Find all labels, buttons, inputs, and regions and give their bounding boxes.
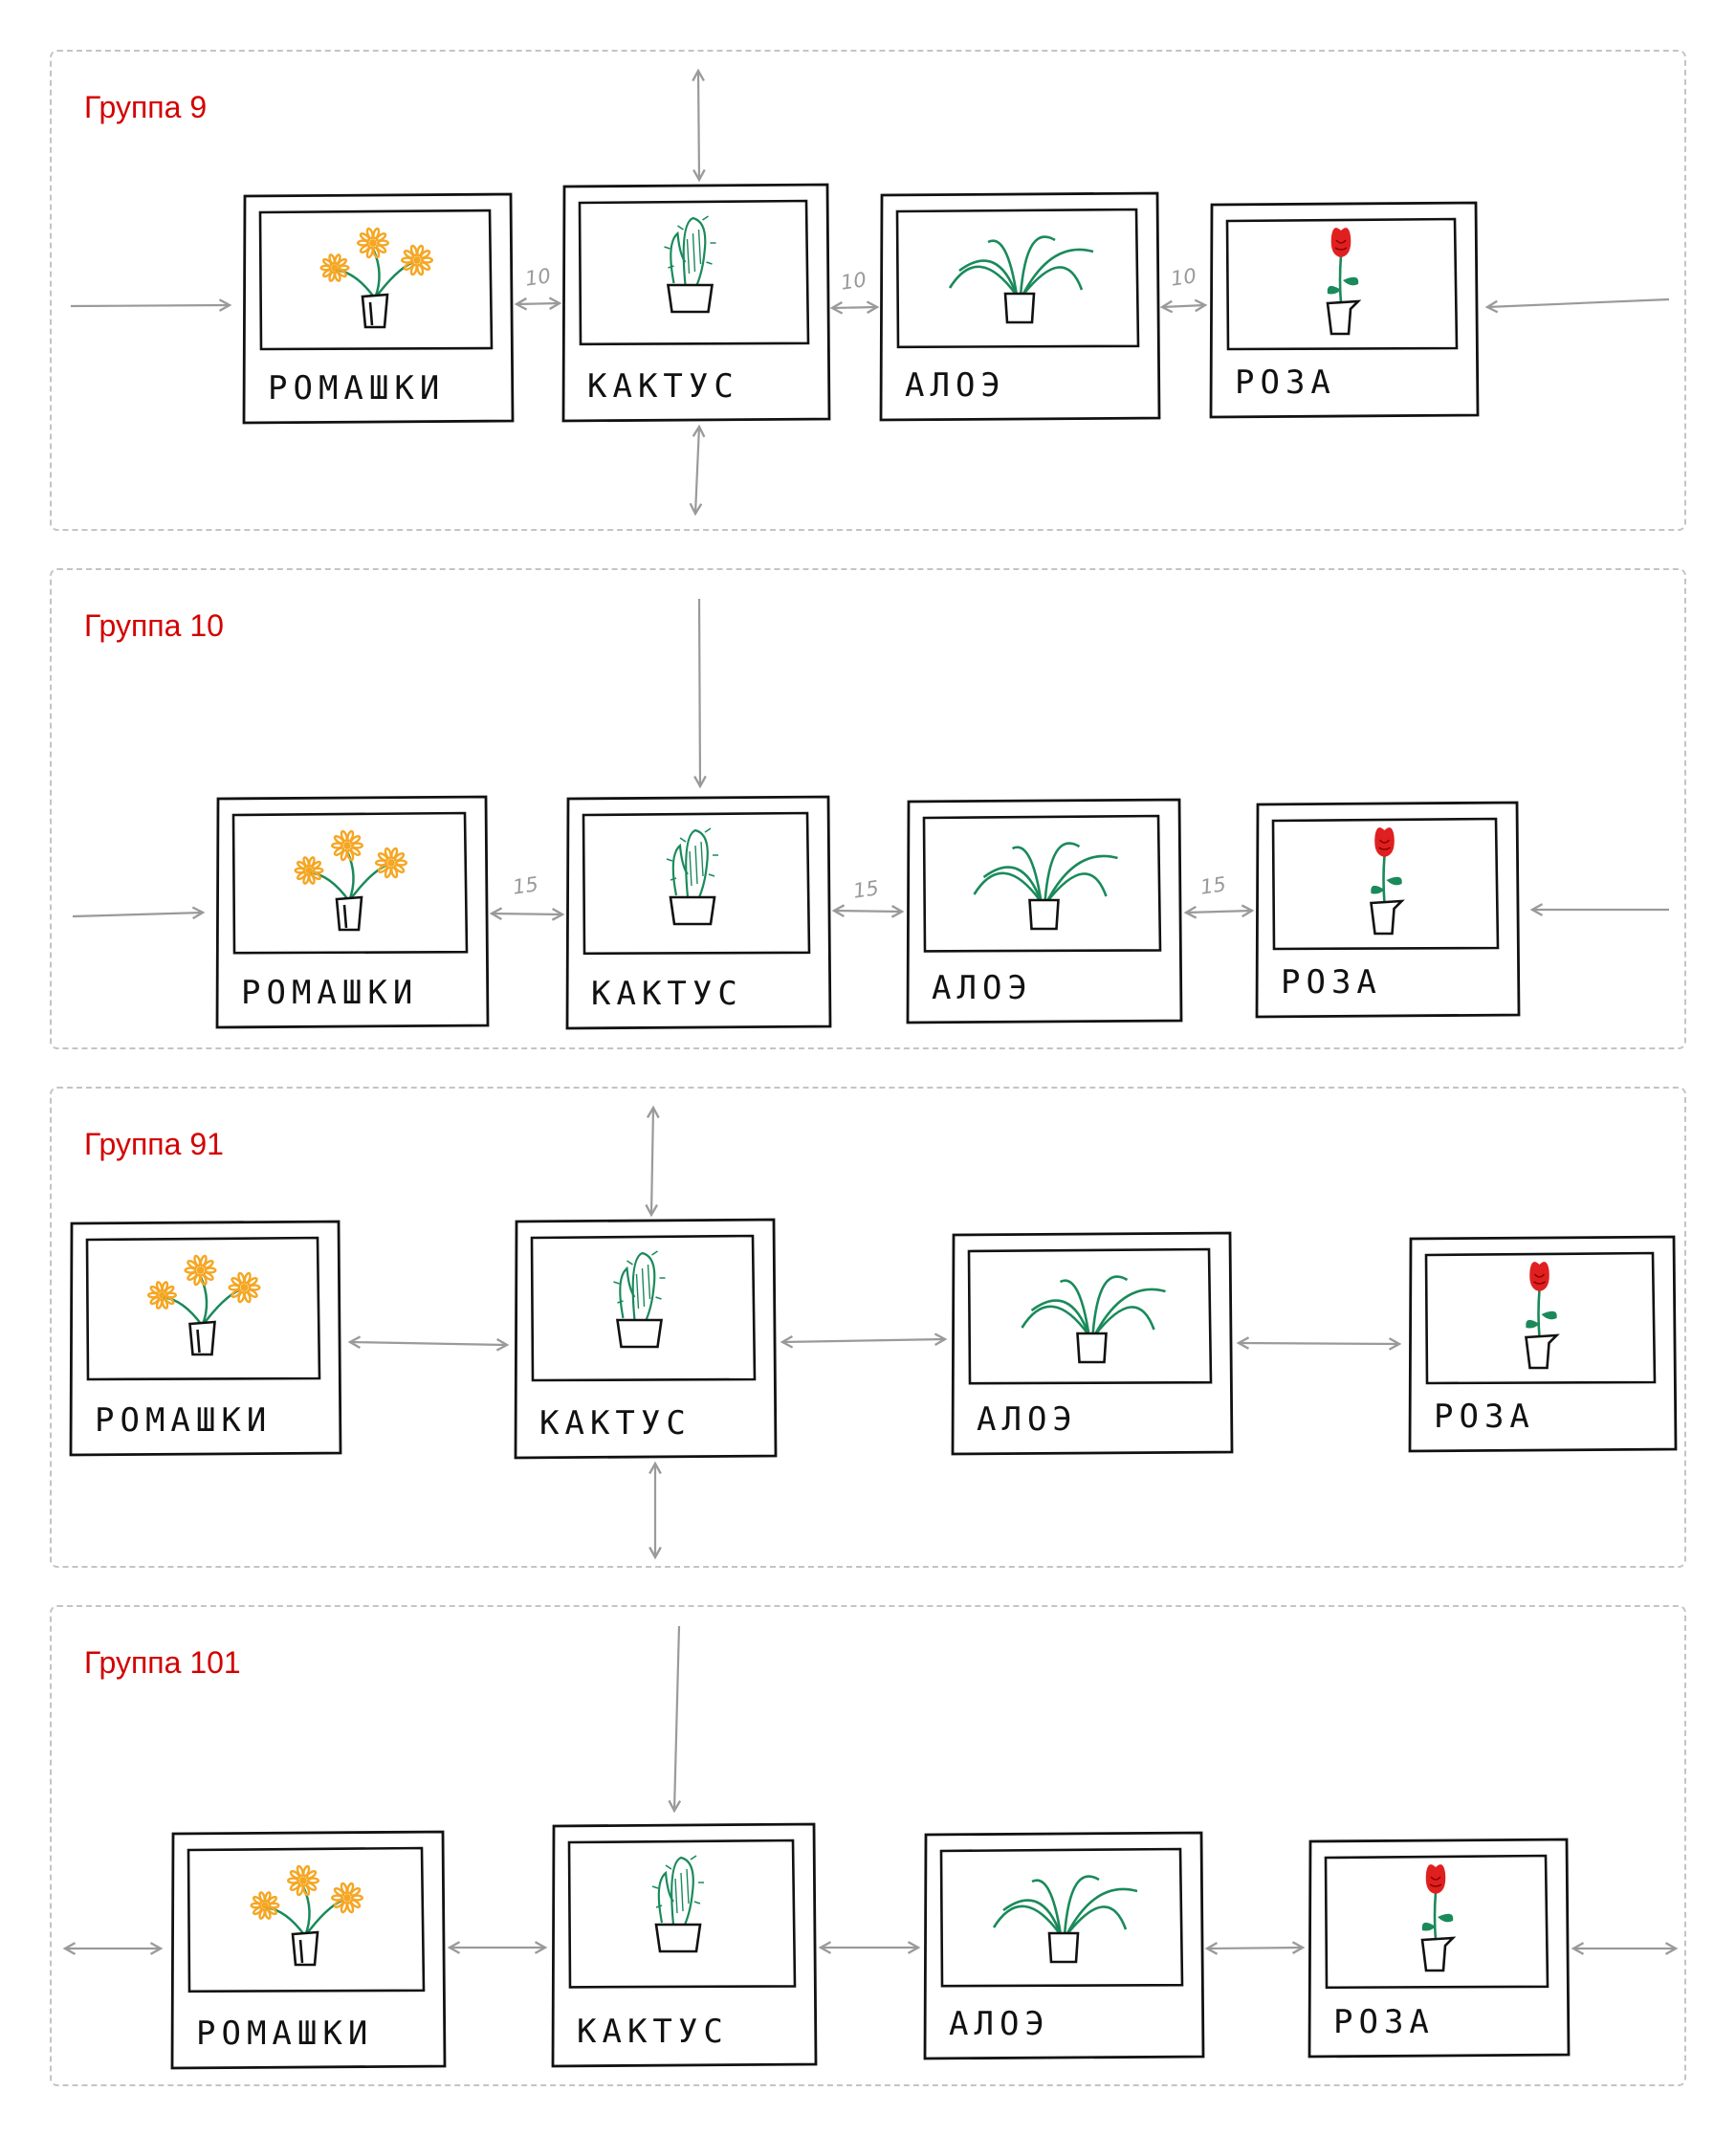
plant-card-aloe[interactable]: АЛОЭ — [951, 1231, 1234, 1456]
plant-card-rose[interactable]: РОЗА — [1307, 1838, 1571, 2059]
gap-label: 10 — [523, 264, 553, 291]
plant-name-label: РОМАШКИ — [268, 369, 446, 407]
daisies-card-frame — [170, 1830, 447, 2070]
rose-icon — [1370, 827, 1405, 936]
plant-name-label: РОЗА — [1281, 963, 1382, 1002]
plant-name-label: КАКТУС — [591, 975, 743, 1013]
group-title: Группа 101 — [84, 1645, 241, 1680]
aloe-icon — [948, 235, 1094, 324]
group-9-frame: Группа 9 — [50, 50, 1686, 531]
cactus-icon — [664, 215, 716, 314]
cactus-icon — [651, 1855, 704, 1953]
plant-card-daisies[interactable]: РОМАШКИ — [69, 1220, 342, 1457]
plant-name-label: КАКТУС — [577, 2013, 729, 2051]
plant-card-aloe[interactable]: АЛОЭ — [879, 191, 1161, 422]
gap-label: 10 — [1169, 264, 1198, 291]
daisies-card-frame — [215, 795, 490, 1029]
plant-name-label: АЛОЭ — [932, 969, 1033, 1007]
daisies-icon — [294, 829, 407, 932]
rose-card-frame — [1408, 1235, 1678, 1453]
aloe-card-frame — [879, 191, 1161, 422]
group-title: Группа 91 — [84, 1127, 224, 1161]
cactus-icon — [666, 827, 718, 926]
group-10-frame: Группа 10 — [50, 568, 1686, 1049]
gap-label: 15 — [511, 872, 540, 899]
daisies-card-frame — [242, 192, 515, 425]
cactus-card-frame — [551, 1822, 818, 2068]
group-91-frame: Группа 91 — [50, 1087, 1686, 1568]
plant-card-rose[interactable]: РОЗА — [1255, 801, 1521, 1019]
daisies-icon — [250, 1864, 363, 1967]
plant-name-label: АЛОЭ — [977, 1400, 1078, 1439]
plant-name-label: РОМАШКИ — [241, 974, 419, 1012]
aloe-icon — [1021, 1275, 1166, 1364]
daisies-icon — [319, 227, 433, 329]
aloe-card-frame — [923, 1831, 1205, 2060]
plant-name-label: РОЗА — [1333, 2003, 1435, 2041]
plant-card-cactus[interactable]: КАКТУС — [565, 795, 832, 1030]
plant-card-daisies[interactable]: РОМАШКИ — [215, 795, 490, 1029]
aloe-card-frame — [951, 1231, 1234, 1456]
plant-name-label: РОМАШКИ — [95, 1401, 273, 1440]
plant-card-daisies[interactable]: РОМАШКИ — [242, 192, 515, 425]
aloe-card-frame — [906, 798, 1183, 1024]
cactus-icon — [613, 1250, 666, 1349]
plant-card-aloe[interactable]: АЛОЭ — [923, 1831, 1205, 2060]
plant-card-cactus[interactable]: КАКТУС — [551, 1822, 818, 2068]
group-title: Группа 9 — [84, 90, 208, 124]
daisies-icon — [146, 1254, 261, 1356]
plant-name-label: КАКТУС — [587, 367, 739, 406]
plant-card-aloe[interactable]: АЛОЭ — [906, 798, 1183, 1024]
rose-card-frame — [1307, 1838, 1571, 2059]
plant-name-label: РОЗА — [1434, 1398, 1535, 1436]
group-title: Группа 10 — [84, 608, 224, 643]
plant-card-rose[interactable]: РОЗА — [1209, 201, 1480, 419]
rose-card-frame — [1255, 801, 1521, 1019]
plant-card-cactus[interactable]: КАКТУС — [561, 183, 831, 423]
gap-label: 15 — [851, 876, 881, 903]
aloe-icon — [973, 842, 1118, 931]
plant-card-cactus[interactable]: КАКТУС — [514, 1218, 778, 1460]
daisies-card-frame — [69, 1220, 342, 1457]
cactus-card-frame — [565, 795, 832, 1030]
cactus-card-frame — [514, 1218, 778, 1460]
plant-name-label: АЛОЭ — [905, 366, 1006, 405]
plant-name-label: АЛОЭ — [949, 2005, 1050, 2043]
rose-card-frame — [1209, 201, 1480, 419]
plant-card-daisies[interactable]: РОМАШКИ — [170, 1830, 447, 2070]
gap-label: 10 — [839, 268, 868, 295]
rose-icon — [1420, 1864, 1457, 1972]
cactus-card-frame — [561, 183, 831, 423]
group-101-frame: Группа 101 — [50, 1605, 1686, 2086]
rose-icon — [1326, 228, 1362, 336]
plant-card-rose[interactable]: РОЗА — [1408, 1235, 1678, 1453]
plant-name-label: РОЗА — [1235, 363, 1336, 402]
plant-name-label: КАКТУС — [539, 1404, 692, 1442]
plant-name-label: РОМАШКИ — [196, 2015, 374, 2053]
aloe-icon — [992, 1875, 1138, 1964]
gap-label: 15 — [1198, 872, 1228, 899]
rose-icon — [1525, 1262, 1560, 1370]
